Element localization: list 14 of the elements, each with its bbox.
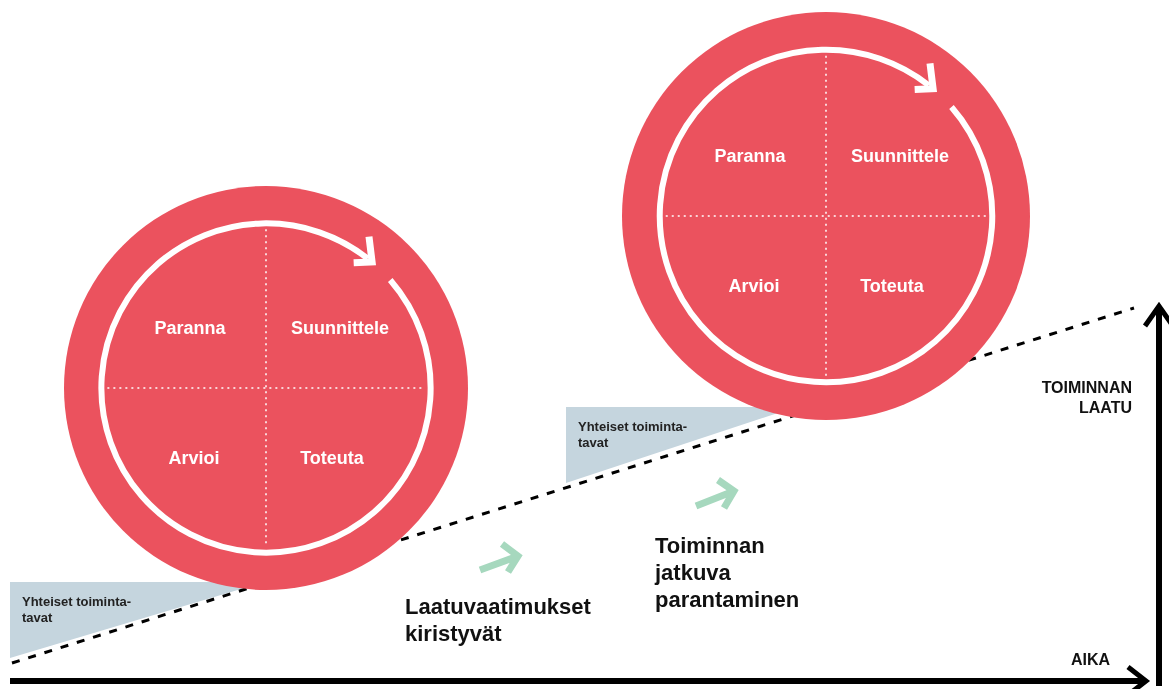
axis-label: TOIMINNAN LAATU — [1040, 378, 1132, 418]
quadrant-label: Suunnittele — [851, 142, 949, 170]
quadrant-label: Arvioi — [168, 444, 220, 472]
axis-label: AIKA — [1069, 650, 1110, 670]
band-label: Yhteiset toiminta- tavat — [22, 594, 133, 626]
caption-text: Toiminnan jatkuva parantaminen — [655, 532, 801, 613]
quadrant-label: Arvioi — [728, 272, 780, 300]
band-label: Yhteiset toiminta- tavat — [578, 419, 689, 451]
quadrant-label: Toteuta — [300, 444, 364, 472]
caption-text: Laatuvaatimukset kiristyvät — [405, 593, 592, 647]
quadrant-label: Toteuta — [860, 272, 924, 300]
quadrant-label: Paranna — [714, 142, 786, 170]
quadrant-label: Paranna — [154, 314, 226, 342]
quadrant-label: Suunnittele — [291, 314, 389, 342]
